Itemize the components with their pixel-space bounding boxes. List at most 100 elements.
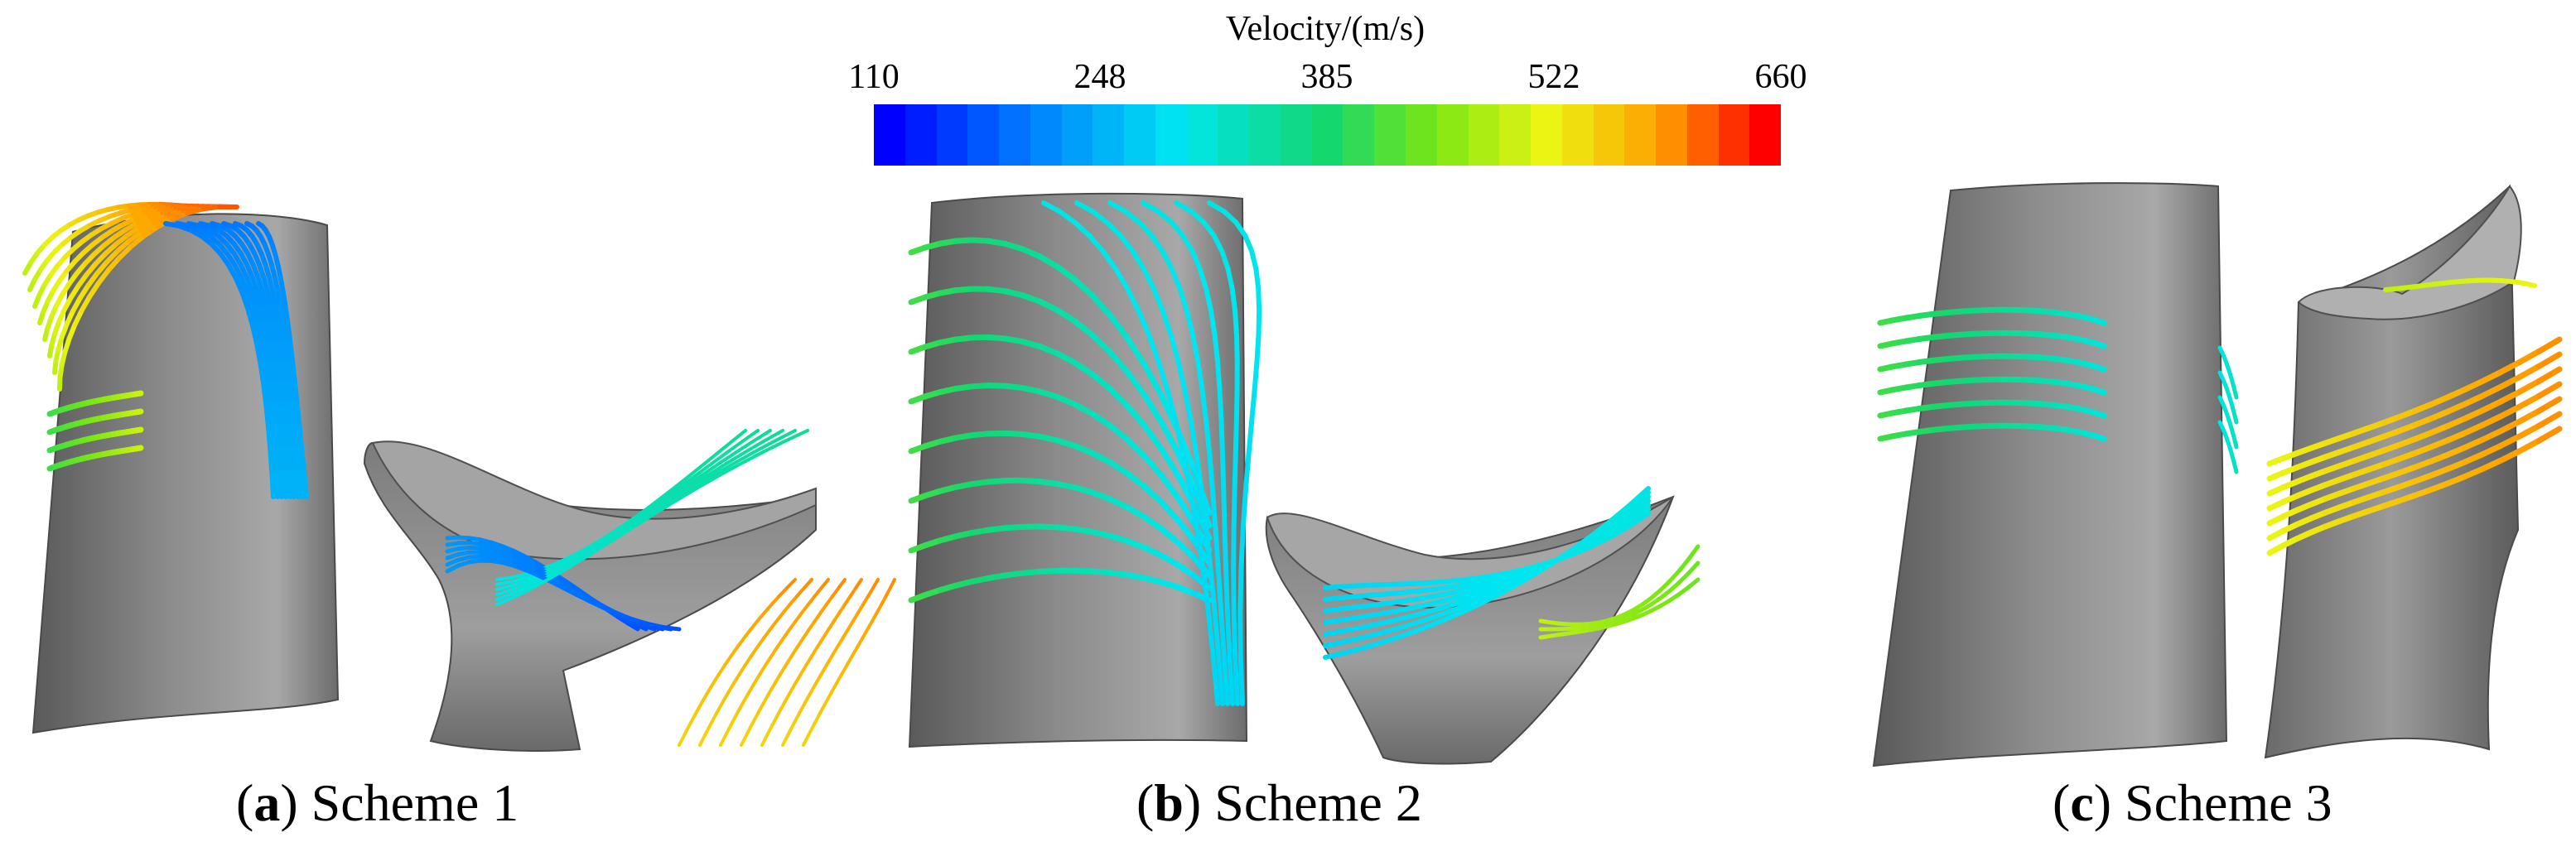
streamline-segment: [1400, 611, 1423, 621]
streamline-segment: [1208, 566, 1218, 614]
streamline-segment: [1199, 387, 1209, 425]
streamline-segment: [1054, 306, 1078, 325]
streamline-segment: [668, 484, 687, 499]
streamline-segment: [290, 400, 298, 428]
streamline-segment: [239, 275, 250, 295]
streamline-segment: [522, 556, 538, 567]
streamline-segment: [1225, 266, 1235, 291]
streamline-segment: [127, 229, 145, 243]
streamline-segment: [1686, 577, 1700, 589]
streamline-segment: [1472, 580, 1496, 590]
streamline-segment: [587, 599, 605, 610]
streamline-segment: [1019, 292, 1043, 305]
streamline-segment: [1337, 594, 1358, 601]
streamline-segment: [1089, 528, 1113, 539]
streamline-segment: [286, 358, 294, 385]
streamline-segment: [254, 305, 264, 327]
streamline-segment: [1233, 308, 1239, 338]
streamline-segment: [807, 619, 817, 632]
streamline-segment: [523, 580, 541, 590]
streamline-segment: [840, 663, 849, 676]
streamline-segment: [1189, 248, 1203, 272]
streamline-segment: [1019, 431, 1043, 440]
streamline-segment: [1238, 526, 1246, 572]
streamline-segment: [740, 429, 760, 444]
streamline-segment: [1200, 566, 1211, 614]
streamline-segment: [1089, 568, 1113, 576]
streamline-segment: [1175, 494, 1197, 526]
colorbar-tick-2: 248: [1073, 58, 1126, 96]
streamline-segment: [1072, 318, 1096, 339]
streamline-segment: [297, 422, 305, 451]
streamline-segment: [1036, 433, 1060, 444]
streamline-segment: [1367, 600, 1389, 609]
streamline-segment: [278, 400, 287, 428]
streamline-segment: [1218, 419, 1225, 458]
streamline-segment: [1169, 266, 1183, 291]
streamline-segment: [784, 654, 794, 667]
streamline-segment: [1472, 591, 1496, 604]
streamline-segment: [287, 445, 295, 475]
streamline-segment: [263, 321, 272, 345]
streamline-segment: [2462, 378, 2486, 393]
streamline-segment: [855, 637, 865, 649]
streamline-segment: [565, 557, 584, 570]
streamline-segment: [1453, 594, 1477, 606]
streamline-segment: [726, 681, 736, 695]
streamline-segment: [269, 422, 277, 451]
streamline-segment: [1124, 470, 1148, 490]
streamline-segment: [741, 628, 752, 641]
streamline-segment: [1626, 490, 1651, 512]
streamline-segment: [1352, 593, 1372, 599]
streamline-segment: [275, 445, 282, 475]
streamline-segment: [1400, 580, 1423, 587]
streamline-segment: [1089, 292, 1113, 319]
colorbar-segment: [1624, 104, 1657, 166]
streamline-segment: [275, 400, 282, 428]
streamline-segment: [740, 691, 750, 705]
streamline-segment: [550, 559, 568, 570]
streamline-segment: [1141, 453, 1165, 479]
panel-b-streamlines: [908, 200, 1700, 706]
panel-b-downstream-blade-top: [1266, 496, 1674, 609]
streamline-segment: [523, 577, 541, 587]
streamline-segment: [730, 429, 747, 444]
streamline-segment: [1435, 612, 1459, 625]
streamline-segment: [277, 358, 286, 385]
streamline-segment: [273, 422, 281, 451]
streamline-segment: [94, 259, 110, 277]
streamline-segment: [2091, 410, 2107, 419]
streamline-segment: [736, 701, 745, 715]
streamline-segment: [2479, 369, 2504, 385]
streamline-segment: [1090, 209, 1110, 225]
streamline-segment: [730, 711, 740, 726]
streamline-segment: [1194, 526, 1206, 572]
streamline-segment: [275, 339, 283, 364]
streamline-segment: [263, 305, 273, 327]
colorbar-segment: [967, 104, 1000, 166]
streamline-segment: [750, 440, 775, 455]
streamline-segment: [2479, 443, 2504, 458]
streamline-segment: [729, 645, 740, 658]
streamline-segment: [282, 400, 291, 428]
streamline-segment: [259, 305, 268, 327]
streamline-segment: [283, 445, 291, 475]
panel-a-streamlines: [22, 201, 896, 747]
streamline-segment: [1158, 472, 1181, 501]
streamline-segment: [2462, 407, 2486, 422]
streamline-segment: [263, 400, 271, 428]
streamline-segment: [749, 645, 760, 658]
streamline-segment: [1107, 200, 1128, 214]
streamline-segment: [133, 390, 144, 397]
streamline-segment: [1472, 594, 1496, 609]
streamline-segment: [1207, 452, 1215, 493]
streamline-segment: [281, 422, 289, 451]
streamline-segment: [1676, 571, 1691, 585]
streamline-segment: [829, 681, 838, 695]
streamline-segment: [1249, 387, 1257, 425]
streamline-segment: [290, 358, 297, 385]
streamline-segment: [289, 469, 297, 499]
streamline-segment: [133, 408, 144, 416]
streamline-segment: [819, 663, 828, 676]
streamline-segment: [1352, 582, 1372, 589]
